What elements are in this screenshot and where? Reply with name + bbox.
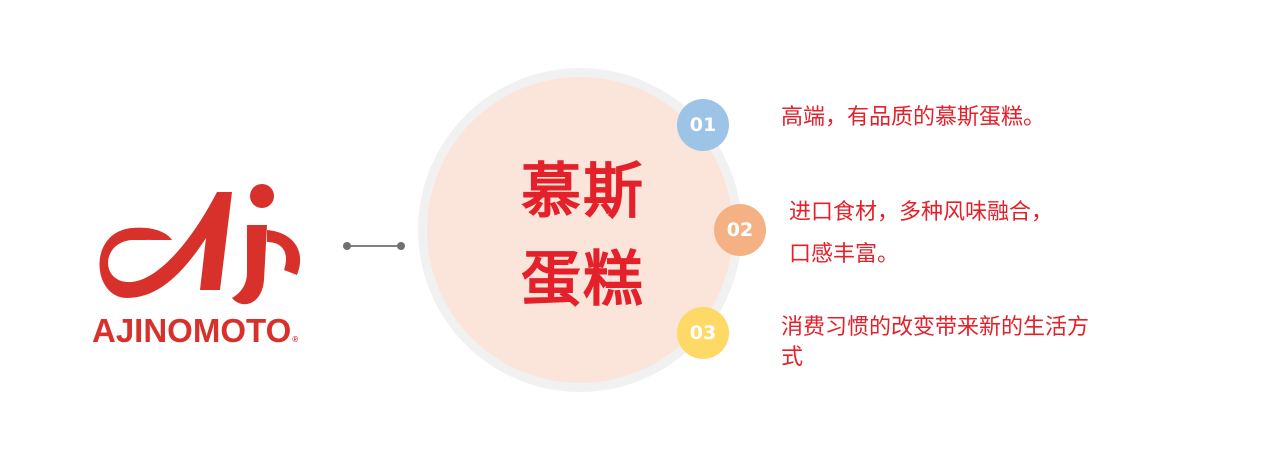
item-02-line-1: 进口食材，多种风味融合， xyxy=(789,200,1054,225)
main-title: 慕斯 蛋糕 xyxy=(498,148,668,324)
item-03-text: 消费习惯的改变带来新的生活方 式 xyxy=(781,313,1089,373)
badge-03: 03 xyxy=(677,307,729,359)
ajinomoto-wordmark: AJINOMOTO® xyxy=(92,312,332,350)
badge-02: 02 xyxy=(714,204,766,256)
title-line-1: 慕斯 xyxy=(521,157,645,227)
item-02-text: 进口食材，多种风味融合， 口感丰富。 xyxy=(789,192,1053,276)
badge-number: 01 xyxy=(689,114,717,136)
connector-line-icon xyxy=(343,242,405,250)
ajinomoto-logo: AJINOMOTO® xyxy=(92,180,332,355)
wordmark-text: AJINOMOTO xyxy=(92,312,292,349)
badge-01: 01 xyxy=(677,99,729,151)
item-03-line-1: 消费习惯的改变带来新的生活方 xyxy=(781,315,1090,340)
aj-monogram-icon xyxy=(99,184,301,305)
registered-mark: ® xyxy=(292,335,299,344)
item-02-line-2: 口感丰富。 xyxy=(789,242,900,267)
item-01-line: 高端，有品质的慕斯蛋糕。 xyxy=(781,105,1046,130)
badge-number: 03 xyxy=(689,322,717,344)
title-line-2: 蛋糕 xyxy=(521,245,645,315)
item-01-text: 高端，有品质的慕斯蛋糕。 xyxy=(781,99,1045,137)
item-03-line-2: 式 xyxy=(781,345,804,370)
badge-number: 02 xyxy=(726,219,754,241)
